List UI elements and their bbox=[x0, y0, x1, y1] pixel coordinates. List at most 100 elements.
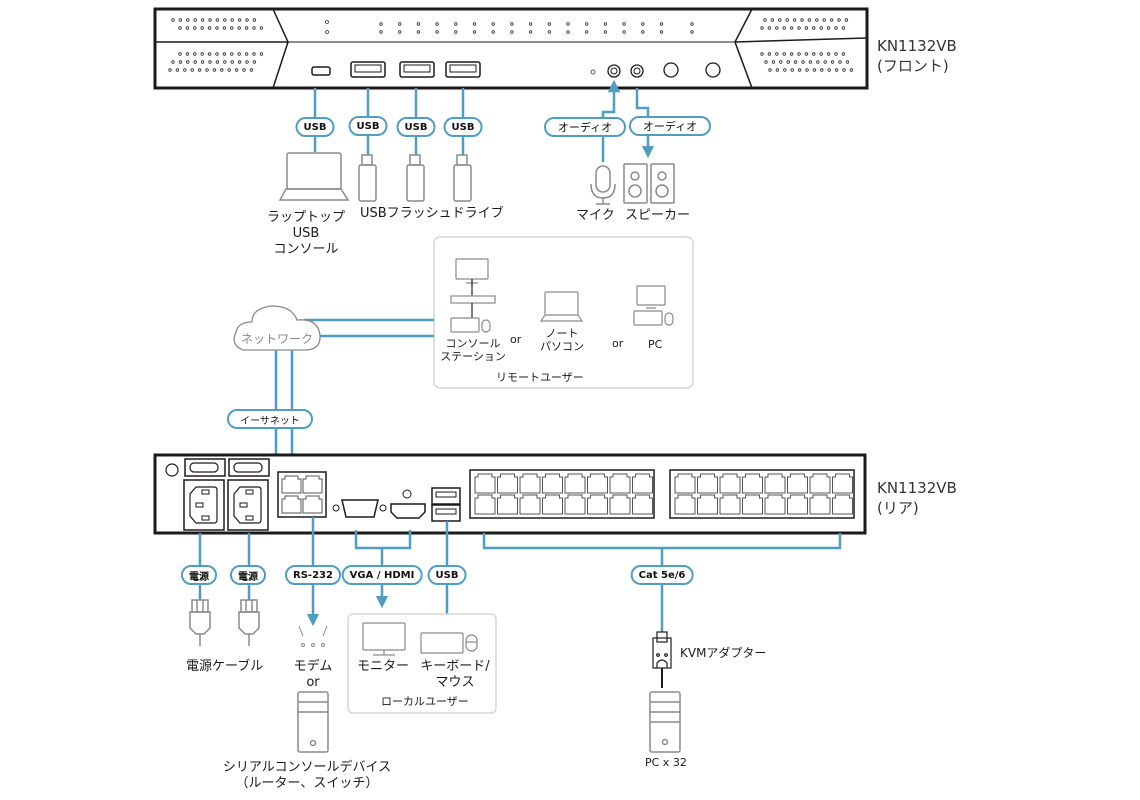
vent-hole bbox=[845, 60, 850, 64]
vent-hole bbox=[829, 18, 834, 22]
rj45-port-icon bbox=[674, 494, 696, 515]
vent-hole bbox=[200, 52, 204, 56]
vent-hole bbox=[771, 60, 776, 64]
led bbox=[379, 30, 383, 34]
led bbox=[528, 30, 533, 34]
rj45-port-icon bbox=[674, 473, 696, 494]
vent-hole bbox=[768, 68, 772, 72]
vent-hole bbox=[234, 68, 239, 72]
power-cable-label: 電源 bbox=[230, 565, 266, 585]
vent-hole bbox=[775, 68, 780, 72]
led bbox=[398, 30, 402, 34]
vent-hole bbox=[805, 68, 809, 72]
rj45-port-icon bbox=[564, 494, 586, 515]
vent-hole bbox=[230, 18, 234, 22]
led bbox=[379, 22, 383, 26]
vent-hole bbox=[830, 60, 835, 64]
front-model-name: KN1132VB bbox=[877, 37, 957, 55]
rj45-port-icon bbox=[587, 494, 608, 515]
vent-hole bbox=[193, 18, 197, 22]
vent-hole bbox=[252, 52, 256, 56]
video-cable-label: VGA / HDMI bbox=[341, 565, 423, 585]
cat-cable-label: Cat 5e/6 bbox=[630, 565, 694, 585]
mini-usb-port bbox=[311, 66, 331, 76]
vent-hole bbox=[215, 52, 219, 56]
vent-hole bbox=[770, 18, 775, 22]
vent-hole bbox=[801, 60, 805, 64]
rj45-port-icon bbox=[542, 473, 563, 494]
lan-port-block bbox=[277, 471, 327, 518]
monitor-icon bbox=[362, 622, 406, 656]
vga-port bbox=[341, 499, 379, 518]
label-line: ステーション bbox=[440, 350, 506, 363]
power-inlet-2 bbox=[227, 479, 269, 531]
led bbox=[510, 30, 514, 34]
vent-hole bbox=[237, 18, 242, 22]
vent-hole bbox=[786, 60, 790, 64]
vent-hole bbox=[207, 52, 212, 56]
keyboard-mouse-label: キーボード/ マウス bbox=[420, 659, 489, 691]
vent-hole bbox=[259, 52, 264, 56]
vent-hole bbox=[207, 26, 212, 30]
speaker-label: スピーカー bbox=[625, 208, 691, 223]
vent-hole bbox=[230, 26, 234, 30]
vent-hole bbox=[212, 68, 217, 72]
rj45-port-icon bbox=[587, 473, 608, 494]
kvm-adapter-icon bbox=[652, 631, 672, 688]
or-text: or bbox=[612, 337, 624, 350]
vent-hole bbox=[812, 26, 816, 30]
rj45-port-icon bbox=[787, 473, 808, 494]
laptop-icon bbox=[278, 152, 350, 201]
vent-hole bbox=[775, 52, 779, 56]
or-text: or bbox=[510, 333, 522, 346]
vent-hole bbox=[800, 18, 804, 22]
rj45-port-icon bbox=[497, 494, 518, 515]
vent-hole bbox=[215, 18, 220, 22]
label-line: パソコン bbox=[540, 340, 584, 353]
front-model-label: KN1132VB (フロント) bbox=[877, 36, 957, 76]
vent-hole bbox=[190, 68, 194, 72]
led bbox=[472, 22, 477, 26]
led bbox=[566, 22, 570, 26]
rj45-port-icon bbox=[474, 473, 496, 494]
rj45-port-icon bbox=[281, 495, 302, 514]
usb-cable-label: USB bbox=[427, 565, 467, 585]
vent-hole bbox=[230, 52, 234, 56]
vent-hole bbox=[778, 18, 782, 22]
vent-hole bbox=[841, 26, 846, 30]
vent-hole bbox=[837, 18, 841, 22]
label-line: シリアルコンソールデバイス bbox=[222, 760, 392, 775]
vent-hole bbox=[779, 60, 783, 64]
rj45-port-icon bbox=[564, 473, 586, 494]
vent-hole bbox=[178, 60, 183, 64]
vent-hole bbox=[792, 18, 797, 22]
usb-cable-label: USB bbox=[295, 117, 335, 137]
vent-hole bbox=[168, 68, 172, 72]
led bbox=[416, 22, 421, 26]
pc-icon bbox=[633, 285, 674, 326]
vent-hole bbox=[822, 18, 826, 22]
notebook-icon bbox=[539, 291, 584, 322]
rear-model-name: KN1132VB bbox=[877, 479, 957, 497]
vent-hole bbox=[760, 26, 764, 30]
vent-hole bbox=[767, 52, 772, 56]
vent-hole bbox=[763, 18, 767, 22]
vent-hole bbox=[186, 60, 190, 64]
vent-hole bbox=[222, 26, 227, 30]
speaker-icon bbox=[623, 163, 675, 204]
vent-hole bbox=[242, 68, 246, 72]
led bbox=[622, 22, 626, 26]
led bbox=[454, 22, 458, 26]
remote-users-title: リモートユーザー bbox=[496, 371, 584, 384]
vent-hole bbox=[237, 52, 241, 56]
vent-hole bbox=[252, 26, 256, 30]
vent-hole bbox=[834, 68, 839, 72]
vent-hole bbox=[842, 68, 846, 72]
vent-hole bbox=[775, 26, 779, 30]
vent-hole bbox=[227, 68, 231, 72]
vent-hole bbox=[823, 60, 827, 64]
keyboard-mouse-icon bbox=[420, 632, 478, 654]
rj45-port-icon bbox=[719, 494, 741, 515]
vent-hole bbox=[222, 52, 227, 56]
vent-hole bbox=[259, 26, 264, 30]
